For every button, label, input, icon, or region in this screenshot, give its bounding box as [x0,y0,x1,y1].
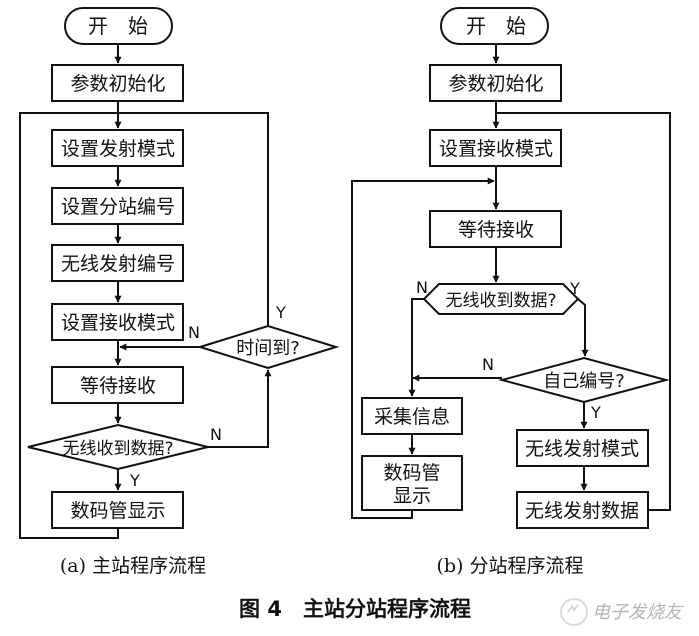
right-rx-yes-label: Y [569,279,580,298]
right-decision-own-label: 自己编号? [543,371,625,392]
right-start-label: 开 始 [466,14,526,38]
right-caption: (b) 分站程序流程 [436,555,583,577]
right-tx-data-box [516,491,649,529]
watermark-text: 电子发烧友 [592,602,684,623]
left-wireless-tx-num-label: 无线发射编号 [61,253,175,275]
right-decision-own [498,356,670,404]
left-set-station-box [51,187,184,225]
right-tx-mode-label: 无线发射模式 [525,438,639,460]
right-own-yes-label: Y [590,403,601,422]
right-rx-no-label: N [416,278,428,297]
right-decision-rx-label: 无线收到数据? [445,291,556,311]
right-wait-rx-label: 等待接收 [458,219,534,241]
right-collect-box [361,397,463,435]
left-wait-rx-label: 等待接收 [80,375,156,397]
left-display-label: 数码管显示 [70,500,165,522]
left-flowchart [19,7,340,539]
right-tx-mode-box [516,429,649,467]
left-display-box [51,491,184,529]
left-init-label: 参数初始化 [70,73,165,95]
right-tx-data-label: 无线发射数据 [525,500,639,522]
left-decision-rx-label: 无线收到数据? [62,439,173,459]
right-collect-label: 采集信息 [374,406,450,428]
right-init-label: 参数初始化 [448,73,543,95]
left-start-label: 开 始 [88,14,148,38]
left-caption: (a) 主站程序流程 [60,555,206,577]
left-time-no-label: N [188,323,200,342]
left-decision-time-label: 时间到? [236,338,300,359]
right-labels: 开 始 参数初始化 设置接收模式 等待接收 无线收到数据? 自己编号? 采集信息… [374,14,639,522]
right-start-node [440,7,549,45]
left-init-box [51,64,184,102]
left-labels: 开 始 参数初始化 设置发射模式 设置分站编号 无线发射编号 设置接收模式 等待… [61,14,300,522]
left-decision-time [196,324,340,370]
right-flowchart [351,7,671,529]
right-own-no-label: N [482,355,494,374]
right-rx-mode-label: 设置接收模式 [439,138,553,160]
left-tx-mode-label: 设置发射模式 [61,138,175,160]
watermark-logo [560,598,588,626]
figure-caption: 图 4 主站分站程序流程 [239,597,471,621]
left-rx-yes-label: Y [129,471,140,490]
left-set-station-label: 设置分站编号 [61,196,175,218]
right-display-label-line1: 数码管 [383,462,440,484]
left-time-yes-label: Y [275,303,286,322]
right-display-label-line2: 显示 [393,485,431,507]
left-rx-no-label: N [210,425,222,444]
left-rx-mode-label: 设置接收模式 [61,312,175,334]
right-init-box [429,64,562,102]
